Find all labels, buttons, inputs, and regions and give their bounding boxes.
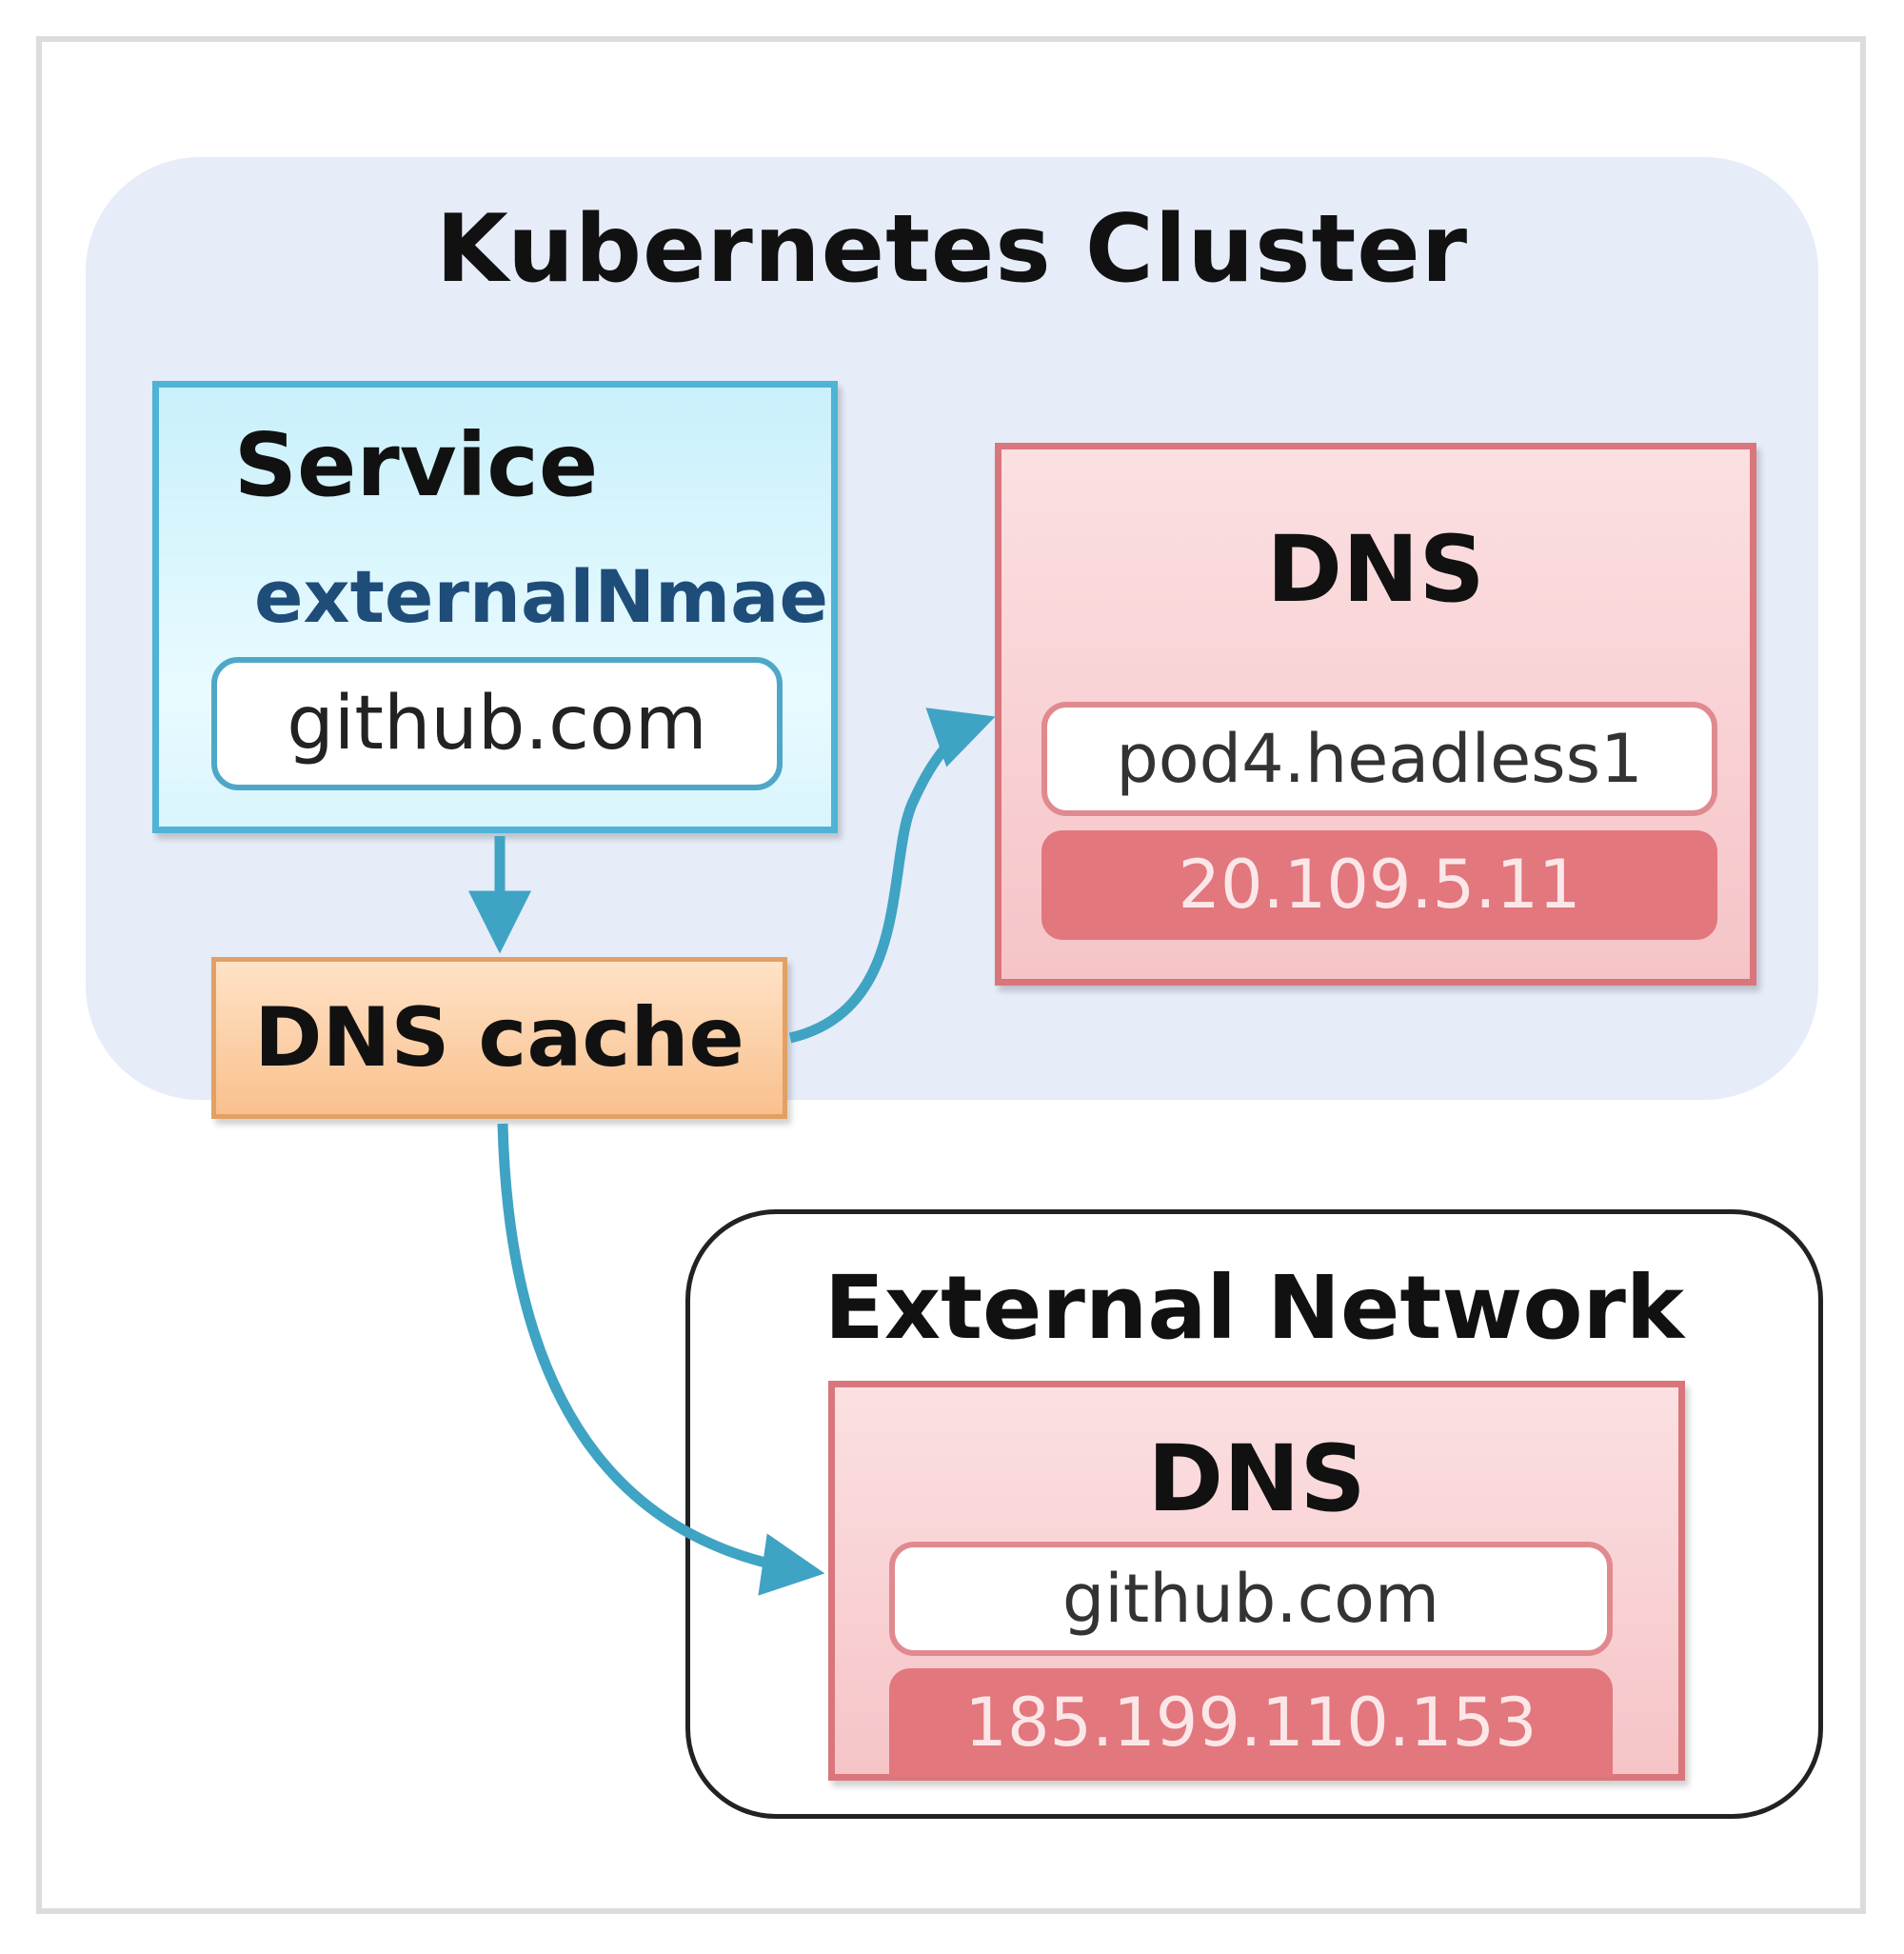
service-box: Service externalNmae github.com — [152, 381, 838, 833]
internal-dns-record-name: pod4.headless1 — [1041, 702, 1717, 816]
external-dns-record-name: github.com — [889, 1542, 1613, 1656]
dns-cache-box: DNS cache — [211, 957, 787, 1119]
internal-dns-record-ip: 20.109.5.11 — [1041, 830, 1717, 940]
service-external-name-value: github.com — [211, 657, 783, 790]
service-title: Service — [233, 414, 599, 516]
internal-dns-title: DNS — [1266, 516, 1485, 623]
external-network-title: External Network — [823, 1257, 1685, 1359]
service-external-name-label: externalNmae — [254, 554, 828, 639]
external-dns-title: DNS — [1147, 1426, 1366, 1532]
external-dns-box: DNS github.com 185.199.110.153 — [828, 1381, 1685, 1781]
internal-dns-box: DNS pod4.headless1 20.109.5.11 — [995, 443, 1756, 986]
kubernetes-cluster-title: Kubernetes Cluster — [435, 195, 1469, 304]
external-dns-record-ip: 185.199.110.153 — [889, 1668, 1613, 1778]
